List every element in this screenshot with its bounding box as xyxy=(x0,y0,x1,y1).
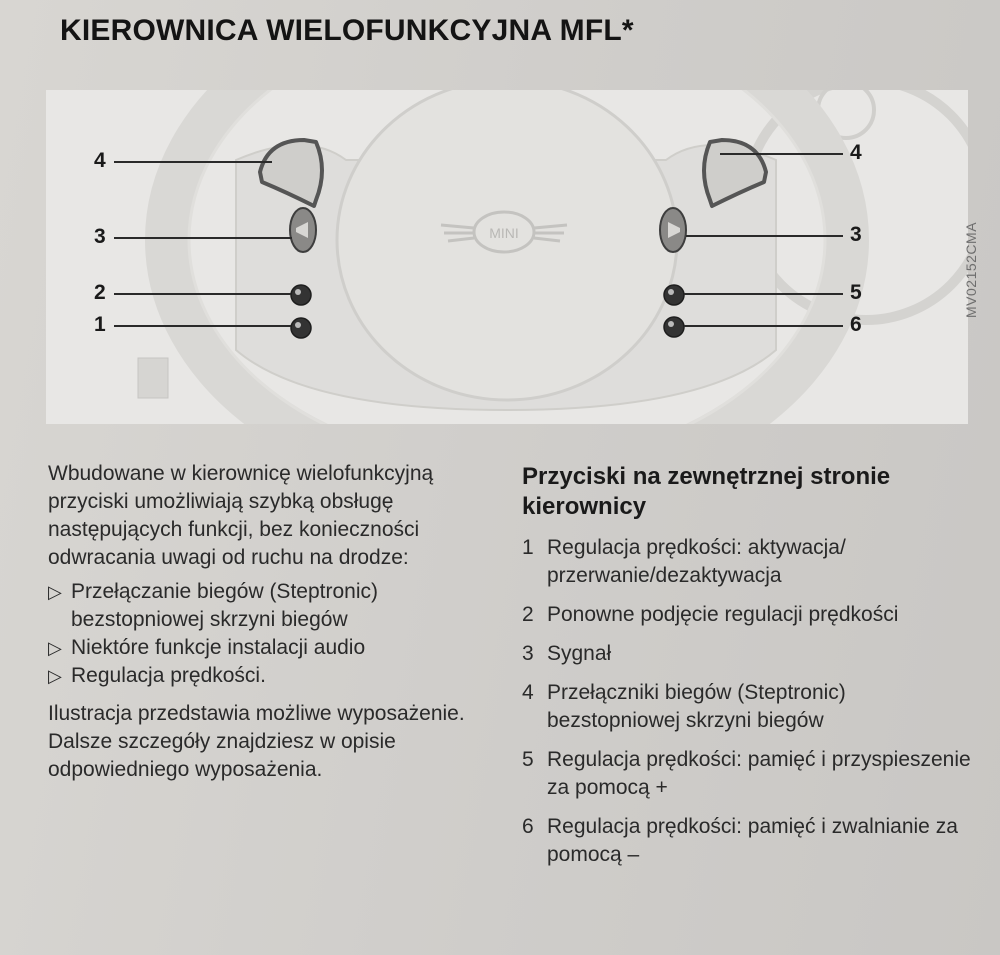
mini-logo: MINI xyxy=(440,210,568,254)
steering-wheel-illustration: MINI xyxy=(46,90,968,424)
cruise-resume-button xyxy=(290,284,312,306)
horn-icon xyxy=(668,222,680,238)
list-item: 3 Sygnał xyxy=(522,640,982,668)
callout-left-1: 1 xyxy=(94,313,106,336)
bullet-item: ▷ Regulacja prędkości. xyxy=(48,662,498,690)
bullet-item: ▷ Przełączanie biegów (Steptronic) bezst… xyxy=(48,578,498,634)
item-number: 3 xyxy=(522,642,534,665)
item-number: 2 xyxy=(522,603,534,626)
item-number: 1 xyxy=(522,536,534,559)
item-text: Regulacja prędkości: aktywacja/ przerwan… xyxy=(547,536,846,587)
list-item: 2 Ponowne podjęcie regulacji prędkości xyxy=(522,601,982,629)
list-item: 1 Regulacja prędkości: aktywacja/ przerw… xyxy=(522,534,982,590)
bullet-item: ▷ Niektóre funkcje instalacji audio xyxy=(48,634,498,662)
button-highlight xyxy=(295,322,301,328)
triangle-bullet-icon: ▷ xyxy=(48,582,62,602)
callout-left-3: 3 xyxy=(94,225,106,248)
leader-lines xyxy=(114,153,843,327)
intro-paragraph: Wbudowane w kierownicę wielofunkcyjną pr… xyxy=(48,462,434,569)
callout-left-4: 4 xyxy=(94,149,106,172)
bullet-text: Przełączanie biegów (Steptronic) bezstop… xyxy=(71,580,378,631)
cruise-plus-button xyxy=(663,284,685,306)
button-highlight xyxy=(668,289,674,295)
airbag-pad xyxy=(335,90,679,402)
button-highlight xyxy=(295,289,301,295)
item-text: Sygnał xyxy=(547,642,612,665)
cruise-activate-button xyxy=(290,317,312,339)
item-text: Regulacja prędkości: pamięć i przyspiesz… xyxy=(547,748,971,799)
list-item: 4 Przełączniki biegów (Steptronic) bezst… xyxy=(522,679,982,735)
bullet-text: Niektóre funkcje instalacji audio xyxy=(71,636,366,659)
wheel-rim-inner-edge xyxy=(187,90,827,424)
wheel-rim xyxy=(145,90,869,424)
dash-switch xyxy=(137,357,169,399)
item-text: Ponowne podjęcie regulacji prędkości xyxy=(547,603,899,626)
right-shift-paddle xyxy=(702,138,768,208)
intro-column: Wbudowane w kierownicę wielofunkcyjną pr… xyxy=(48,460,498,790)
list-item: 6 Regulacja prędkości: pamięć i zwalnian… xyxy=(522,813,982,869)
item-text: Regulacja prędkości: pamięć i zwalnianie… xyxy=(547,815,958,866)
item-number: 6 xyxy=(522,815,534,838)
steering-wheel-drawing: MINI xyxy=(114,90,968,424)
callout-right-4: 4 xyxy=(850,141,862,164)
horn-icon xyxy=(296,222,308,238)
left-shift-paddle xyxy=(258,138,324,208)
triangle-bullet-icon: ▷ xyxy=(48,666,62,686)
buttons-column: Przyciski na zewnętrznej stronie kierown… xyxy=(522,462,982,880)
section-heading: Przyciski na zewnętrznej stronie kierown… xyxy=(522,463,891,520)
callout-left-2: 2 xyxy=(94,281,106,304)
cruise-minus-button xyxy=(663,316,685,338)
page-title: KIEROWNICA WIELOFUNKCYJNA MFL* xyxy=(60,14,634,47)
button-highlight xyxy=(668,321,674,327)
callout-right-3: 3 xyxy=(850,223,862,246)
callout-right-5: 5 xyxy=(850,281,862,304)
bullet-text: Regulacja prędkości. xyxy=(71,664,266,687)
item-number: 5 xyxy=(522,748,534,771)
callout-right-6: 6 xyxy=(850,313,862,336)
list-item: 5 Regulacja prędkości: pamięć i przyspie… xyxy=(522,746,982,802)
triangle-bullet-icon: ▷ xyxy=(48,638,62,658)
item-text: Przełączniki biegów (Steptronic) bezstop… xyxy=(547,681,846,732)
illustration-note: Ilustracja przedstawia możliwe wyposażen… xyxy=(48,702,465,781)
illustration-code: MV02152CMA xyxy=(963,221,979,318)
item-number: 4 xyxy=(522,681,534,704)
mini-logo-text: MINI xyxy=(489,225,519,241)
